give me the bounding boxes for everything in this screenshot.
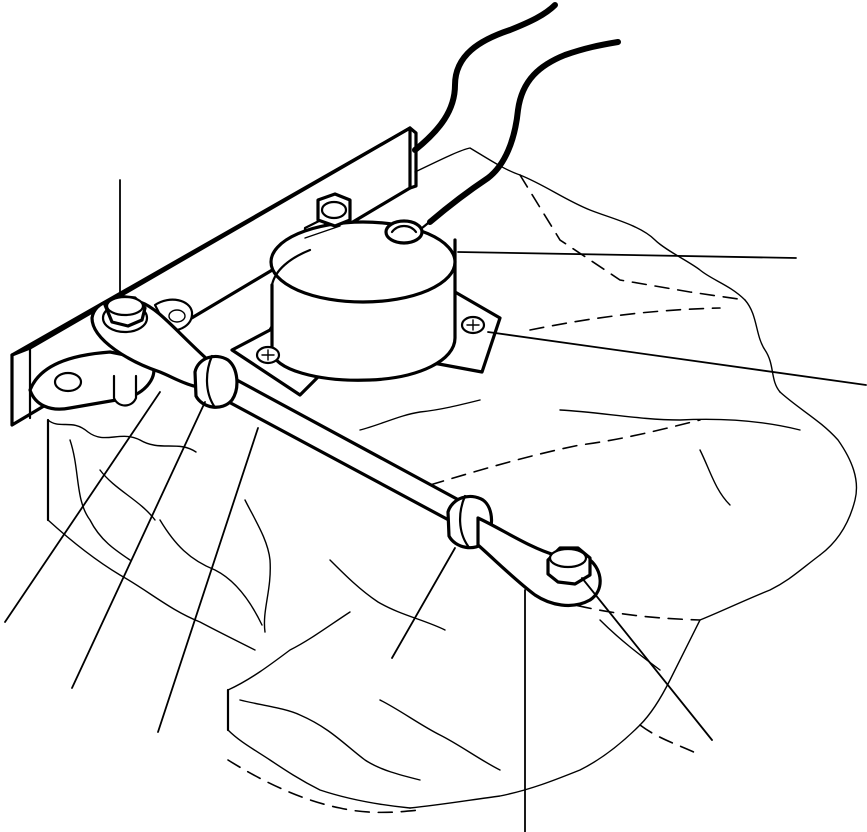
potentiometer: [230, 192, 502, 397]
leader-linkage-rod: [157, 427, 259, 733]
leader-bolt-lower: [581, 577, 713, 741]
bolt-lower: [546, 546, 592, 586]
lock-nut-upper: [193, 354, 239, 409]
leader-potentiometer: [457, 251, 797, 259]
machine-casting: [46, 147, 858, 814]
electrical-leads: [412, 2, 621, 225]
terminal-nut: [316, 192, 352, 228]
terminal-screw: [384, 219, 424, 245]
potentiometer-mounting-screw: [255, 315, 486, 365]
leader-lock-nut-upper: [71, 401, 206, 689]
leader-mounting-screw: [487, 331, 867, 386]
leader-lock-nut-lower: [391, 547, 456, 659]
callout-leaders: [4, 179, 867, 832]
leader-rod-end-upper: [4, 391, 161, 623]
